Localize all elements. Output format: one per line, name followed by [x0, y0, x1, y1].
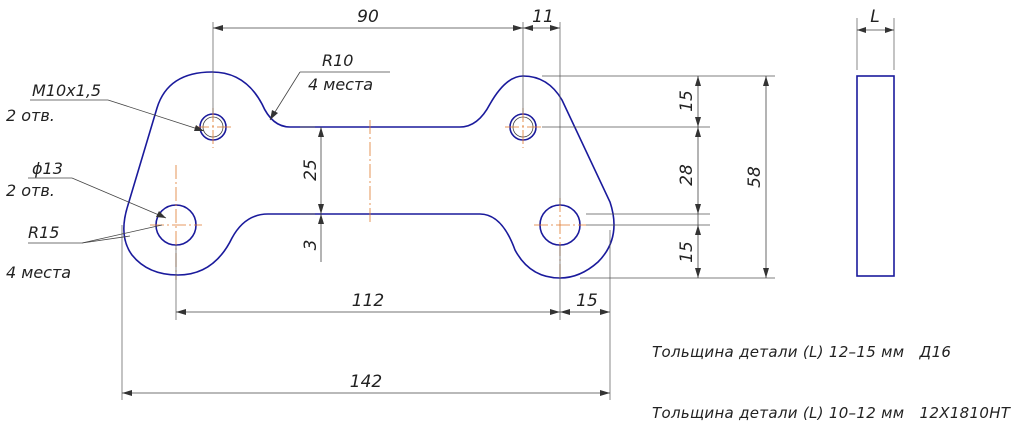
callout-thread-count: 2 отв.	[6, 106, 55, 125]
side-view	[856, 75, 895, 277]
extension-lines	[121, 22, 775, 400]
spec-line-1: Тольщина детали (L) 12–15 мм Д16	[652, 343, 951, 361]
callout-hole-count: 2 отв.	[6, 181, 55, 200]
leader-lines	[28, 71, 390, 244]
callout-fillet-inner-count: 4 места	[308, 75, 373, 94]
dim-height-right-low: 15	[677, 241, 697, 263]
dim-height-left-low: 3	[301, 240, 321, 251]
dim-thickness: L	[870, 7, 879, 27]
center-lines	[150, 108, 586, 280]
dim-height-total: 58	[745, 166, 765, 188]
dim-height-right-top: 15	[677, 90, 697, 112]
dim-width-top: 90	[357, 7, 379, 27]
dim-width-total: 142	[350, 372, 382, 392]
dim-height-right-mid: 28	[677, 164, 697, 186]
callout-fillet-outer-radius: R15	[28, 223, 59, 242]
dimension-lines	[122, 18, 895, 396]
dim-height-left-mid: 25	[301, 159, 321, 181]
dim-width-bottom-right: 15	[576, 291, 598, 311]
dim-width-bottom: 112	[352, 291, 384, 311]
callout-hole-size: ϕ13	[32, 159, 63, 178]
part-outline	[123, 71, 615, 279]
spec-line-2: Тольщина детали (L) 10–12 мм 12Х1810НТ	[652, 404, 1012, 422]
callout-fillet-outer-count: 4 места	[6, 263, 71, 282]
callout-fillet-inner-radius: R10	[322, 51, 353, 70]
callout-thread-size: М10х1,5	[32, 81, 101, 100]
dim-width-top-right: 11	[532, 7, 554, 27]
